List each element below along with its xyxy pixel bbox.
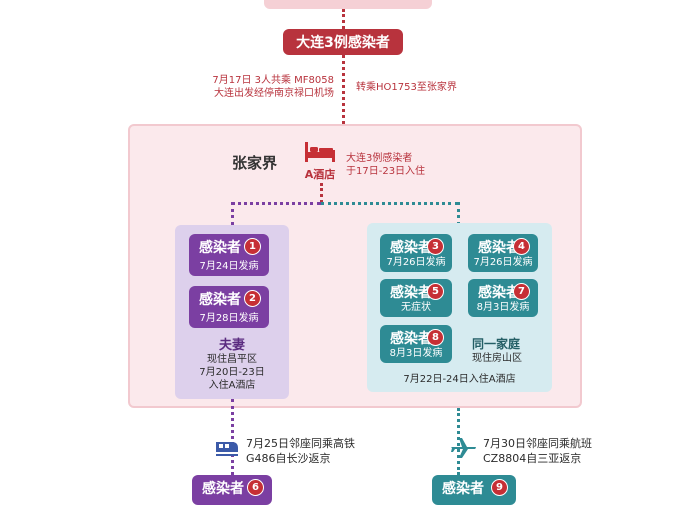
train-note: 7月25日邻座同乘高铁 G486自长沙返京 (246, 436, 355, 466)
dalian-cases-box: 大连3例感染者 (283, 29, 403, 55)
branch-left-v (231, 202, 234, 225)
case-number-badge: 4 (513, 238, 530, 255)
family-residence: 现住房山区 (472, 353, 522, 364)
case-5: 感染者 5 无症状 (380, 279, 452, 317)
bed-icon (303, 139, 337, 165)
case-2: 感染者 2 7月28日发病 (189, 286, 269, 328)
hotel-note-line1: 大连3例感染者 (346, 153, 413, 164)
case-1: 感染者 1 7月24日发病 (189, 234, 269, 276)
case-title: 感染者 (478, 240, 520, 256)
family-relation: 同一家庭 (472, 337, 521, 351)
connector-left-down (231, 399, 234, 475)
case-number-badge: 2 (244, 290, 261, 307)
case-8: 感染者 8 8月3日发病 (380, 325, 452, 363)
connector-top (342, 9, 345, 29)
top-partial-box (264, 0, 432, 9)
branch-left-h (231, 202, 321, 205)
case-title: 感染者 (390, 331, 432, 347)
case-9: 感染者 9 (432, 475, 516, 505)
case-title: 感染者 (478, 285, 520, 301)
flight-note: 7月30日邻座同乘航班 CZ8804自三亚返京 (483, 436, 592, 466)
case-title: 感染者 (202, 481, 244, 497)
connector-right-down (457, 408, 460, 475)
case-date: 7月24日发病 (199, 261, 259, 272)
case-3: 感染者 3 7月26日发病 (380, 234, 452, 272)
case-7: 感染者 7 8月3日发病 (468, 279, 538, 317)
connector-dalian-to-zhangjiajie (342, 55, 345, 124)
case-6: 感染者 6 (192, 475, 272, 505)
train-icon (214, 434, 240, 460)
case-date: 7月26日发病 (473, 257, 533, 268)
case-title: 感染者 (199, 240, 241, 256)
case-number-badge: 7 (513, 283, 530, 300)
train-line2: G486自长沙返京 (246, 452, 331, 465)
case-number-badge: 8 (427, 329, 444, 346)
case-title: 感染者 (390, 240, 432, 256)
case-number-badge: 9 (491, 479, 508, 496)
flight-note-left: 7月17日 3人共乘 MF8058 大连出发经停南京禄口机场 (184, 74, 334, 100)
hotel-label: A酒店 (304, 168, 336, 181)
case-date: 无症状 (401, 302, 431, 313)
couple-residence: 现住昌平区 (207, 354, 257, 365)
case-number-badge: 6 (247, 479, 264, 496)
flight-note-line2: 大连出发经停南京禄口机场 (214, 88, 334, 99)
hotel-note: 大连3例感染者 于17日-23日入住 (346, 152, 425, 178)
hotel-note-line2: 于17日-23日入住 (346, 166, 426, 177)
couple-stay-line1: 7月20日-23日 (199, 367, 265, 378)
branch-right-v (457, 202, 460, 225)
flight-line2: CZ8804自三亚返京 (483, 452, 582, 465)
airplane-icon (448, 432, 478, 462)
couple-info: 现住昌平区 7月20日-23日 入住A酒店 (175, 353, 289, 392)
flight-line1: 7月30日邻座同乘航班 (483, 437, 592, 450)
case-date: 8月3日发病 (389, 348, 443, 359)
couple-stay-line2: 入住A酒店 (208, 380, 256, 391)
case-number-badge: 5 (427, 283, 444, 300)
branch-right-h (321, 202, 458, 205)
flight-note-line1: 7月17日 3人共乘 MF8058 (212, 75, 334, 86)
case-title: 感染者 (390, 285, 432, 301)
family-stay: 7月22日-24日入住A酒店 (403, 374, 516, 385)
couple-relation: 夫妻 (218, 338, 245, 353)
case-date: 7月26日发病 (386, 257, 446, 268)
city-label: 张家界 (232, 154, 278, 172)
case-date: 7月28日发病 (199, 313, 259, 324)
train-line1: 7月25日邻座同乘高铁 (246, 437, 355, 450)
case-4: 感染者 4 7月26日发病 (468, 234, 538, 272)
case-number-badge: 3 (427, 238, 444, 255)
case-date: 8月3日发病 (476, 302, 530, 313)
transfer-note: 转乘HO1753至张家界 (356, 82, 457, 93)
case-number-badge: 1 (244, 238, 261, 255)
branch-stem (320, 183, 323, 203)
case-title: 感染者 (199, 292, 241, 308)
case-title: 感染者 (442, 481, 484, 497)
